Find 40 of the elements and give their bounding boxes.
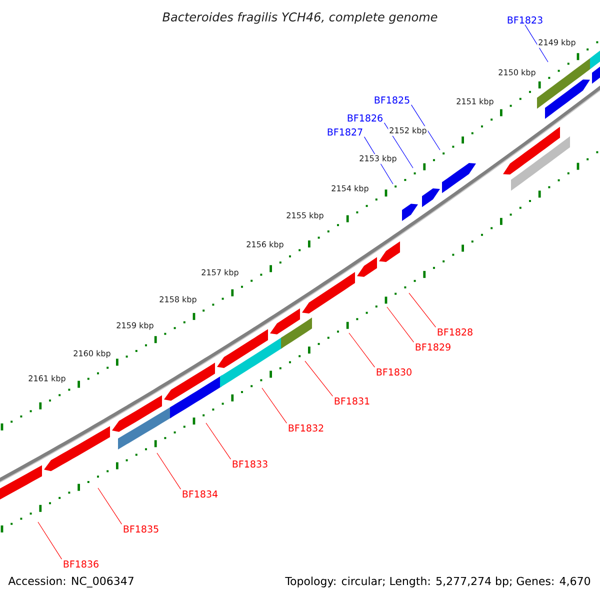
gene-label: BF1834 (182, 490, 218, 498)
scale-label: 2159 kbp (115, 321, 155, 331)
gene-label: BF1825 (374, 96, 410, 104)
scale-label: 2156 kbp (245, 240, 285, 250)
leader-line (348, 332, 376, 368)
gene-label: BF1830 (376, 368, 412, 376)
leader-line (156, 452, 182, 490)
scale-label: 2161 kbp (27, 374, 67, 384)
scale-label: 2158 kbp (158, 295, 198, 305)
gene-label: BF1823 (508, 16, 542, 24)
scale-label: 2149 kbp (537, 38, 577, 48)
leader-line (408, 292, 436, 328)
footer-text: Topology: circular; Length: 5,277,274 bp; Genes: 4,670 (285, 576, 590, 588)
leader-line (262, 388, 288, 424)
leader-line (206, 422, 232, 460)
leader-line (386, 306, 414, 342)
leader-line (524, 24, 548, 62)
gene-label: BF1829 (416, 343, 450, 351)
title: Bacteroides fragilis YCH46, complete genome (162, 12, 438, 24)
gene-label: BF1833 (232, 460, 268, 468)
scale-label: 2154 kbp (330, 184, 370, 194)
leader-line (98, 488, 122, 525)
scale-label: 2151 kbp (455, 97, 495, 107)
gene-label: BF1832 (288, 424, 324, 432)
gene-label: BF1836 (64, 560, 98, 568)
gene-label: BF1828 (438, 328, 472, 336)
footer-text: Accession: NC_006347 (8, 576, 134, 588)
leader-line (410, 104, 440, 150)
gene-label: BF1826 (348, 114, 382, 122)
scale-label: 2150 kbp (497, 68, 537, 78)
scale-label: 2153 kbp (358, 154, 398, 164)
gene-label: BF1835 (124, 525, 158, 533)
leader-line (38, 522, 62, 560)
scale-label: 2152 kbp (388, 126, 428, 136)
scale-label: 2157 kbp (200, 268, 240, 278)
scale-label: 2160 kbp (72, 349, 112, 359)
scale-label: 2155 kbp (285, 211, 325, 221)
gene-label: BF1827 (328, 128, 362, 136)
gene-label: BF1831 (334, 397, 370, 405)
leader-line (304, 360, 334, 397)
